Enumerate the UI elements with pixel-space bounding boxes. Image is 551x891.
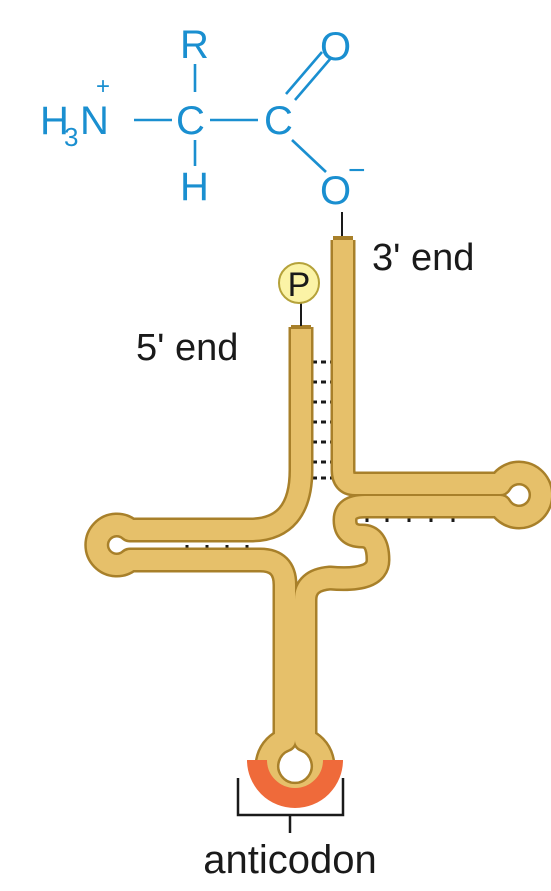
oxygen-negative-charge: − xyxy=(348,154,366,187)
phosphate-circle xyxy=(278,262,320,304)
amino-positive-charge: + xyxy=(96,73,110,100)
carbonyl-double-bond-a xyxy=(285,51,323,95)
anticodon-label: anticodon xyxy=(203,838,376,882)
carboxylate-oxygen-label: O xyxy=(320,169,351,213)
carbonyl-double-bond-b xyxy=(294,57,332,101)
chemical-bonds xyxy=(134,51,332,173)
r-group-label: R xyxy=(180,23,209,67)
trna-molecule xyxy=(84,236,551,808)
three-prime-end-label: 3' end xyxy=(372,237,474,279)
amino-nitrogen-label: N xyxy=(80,99,109,143)
alpha-carbon-label: C xyxy=(176,99,205,143)
three-prime-cap xyxy=(333,236,353,240)
carbonyl-oxygen-label: O xyxy=(320,25,351,69)
carboxyl-carbon-label: C xyxy=(264,99,293,143)
alpha-hydrogen-label: H xyxy=(180,165,209,209)
amino-hydrogen-label: H xyxy=(40,99,69,143)
phosphate-label: P xyxy=(288,266,311,304)
anticodon-segment xyxy=(247,759,343,808)
amino-acid-structure: R + H 3 N C H C O O − xyxy=(40,23,366,213)
carboxylate-single-bond xyxy=(291,139,327,173)
trna-strand xyxy=(86,240,551,805)
anticodon-bracket xyxy=(236,778,345,833)
amino-subscript: 3 xyxy=(64,122,78,152)
five-prime-cap xyxy=(291,325,311,329)
five-prime-end-label: 5' end xyxy=(136,327,238,369)
trna-strand-outline xyxy=(84,240,551,807)
